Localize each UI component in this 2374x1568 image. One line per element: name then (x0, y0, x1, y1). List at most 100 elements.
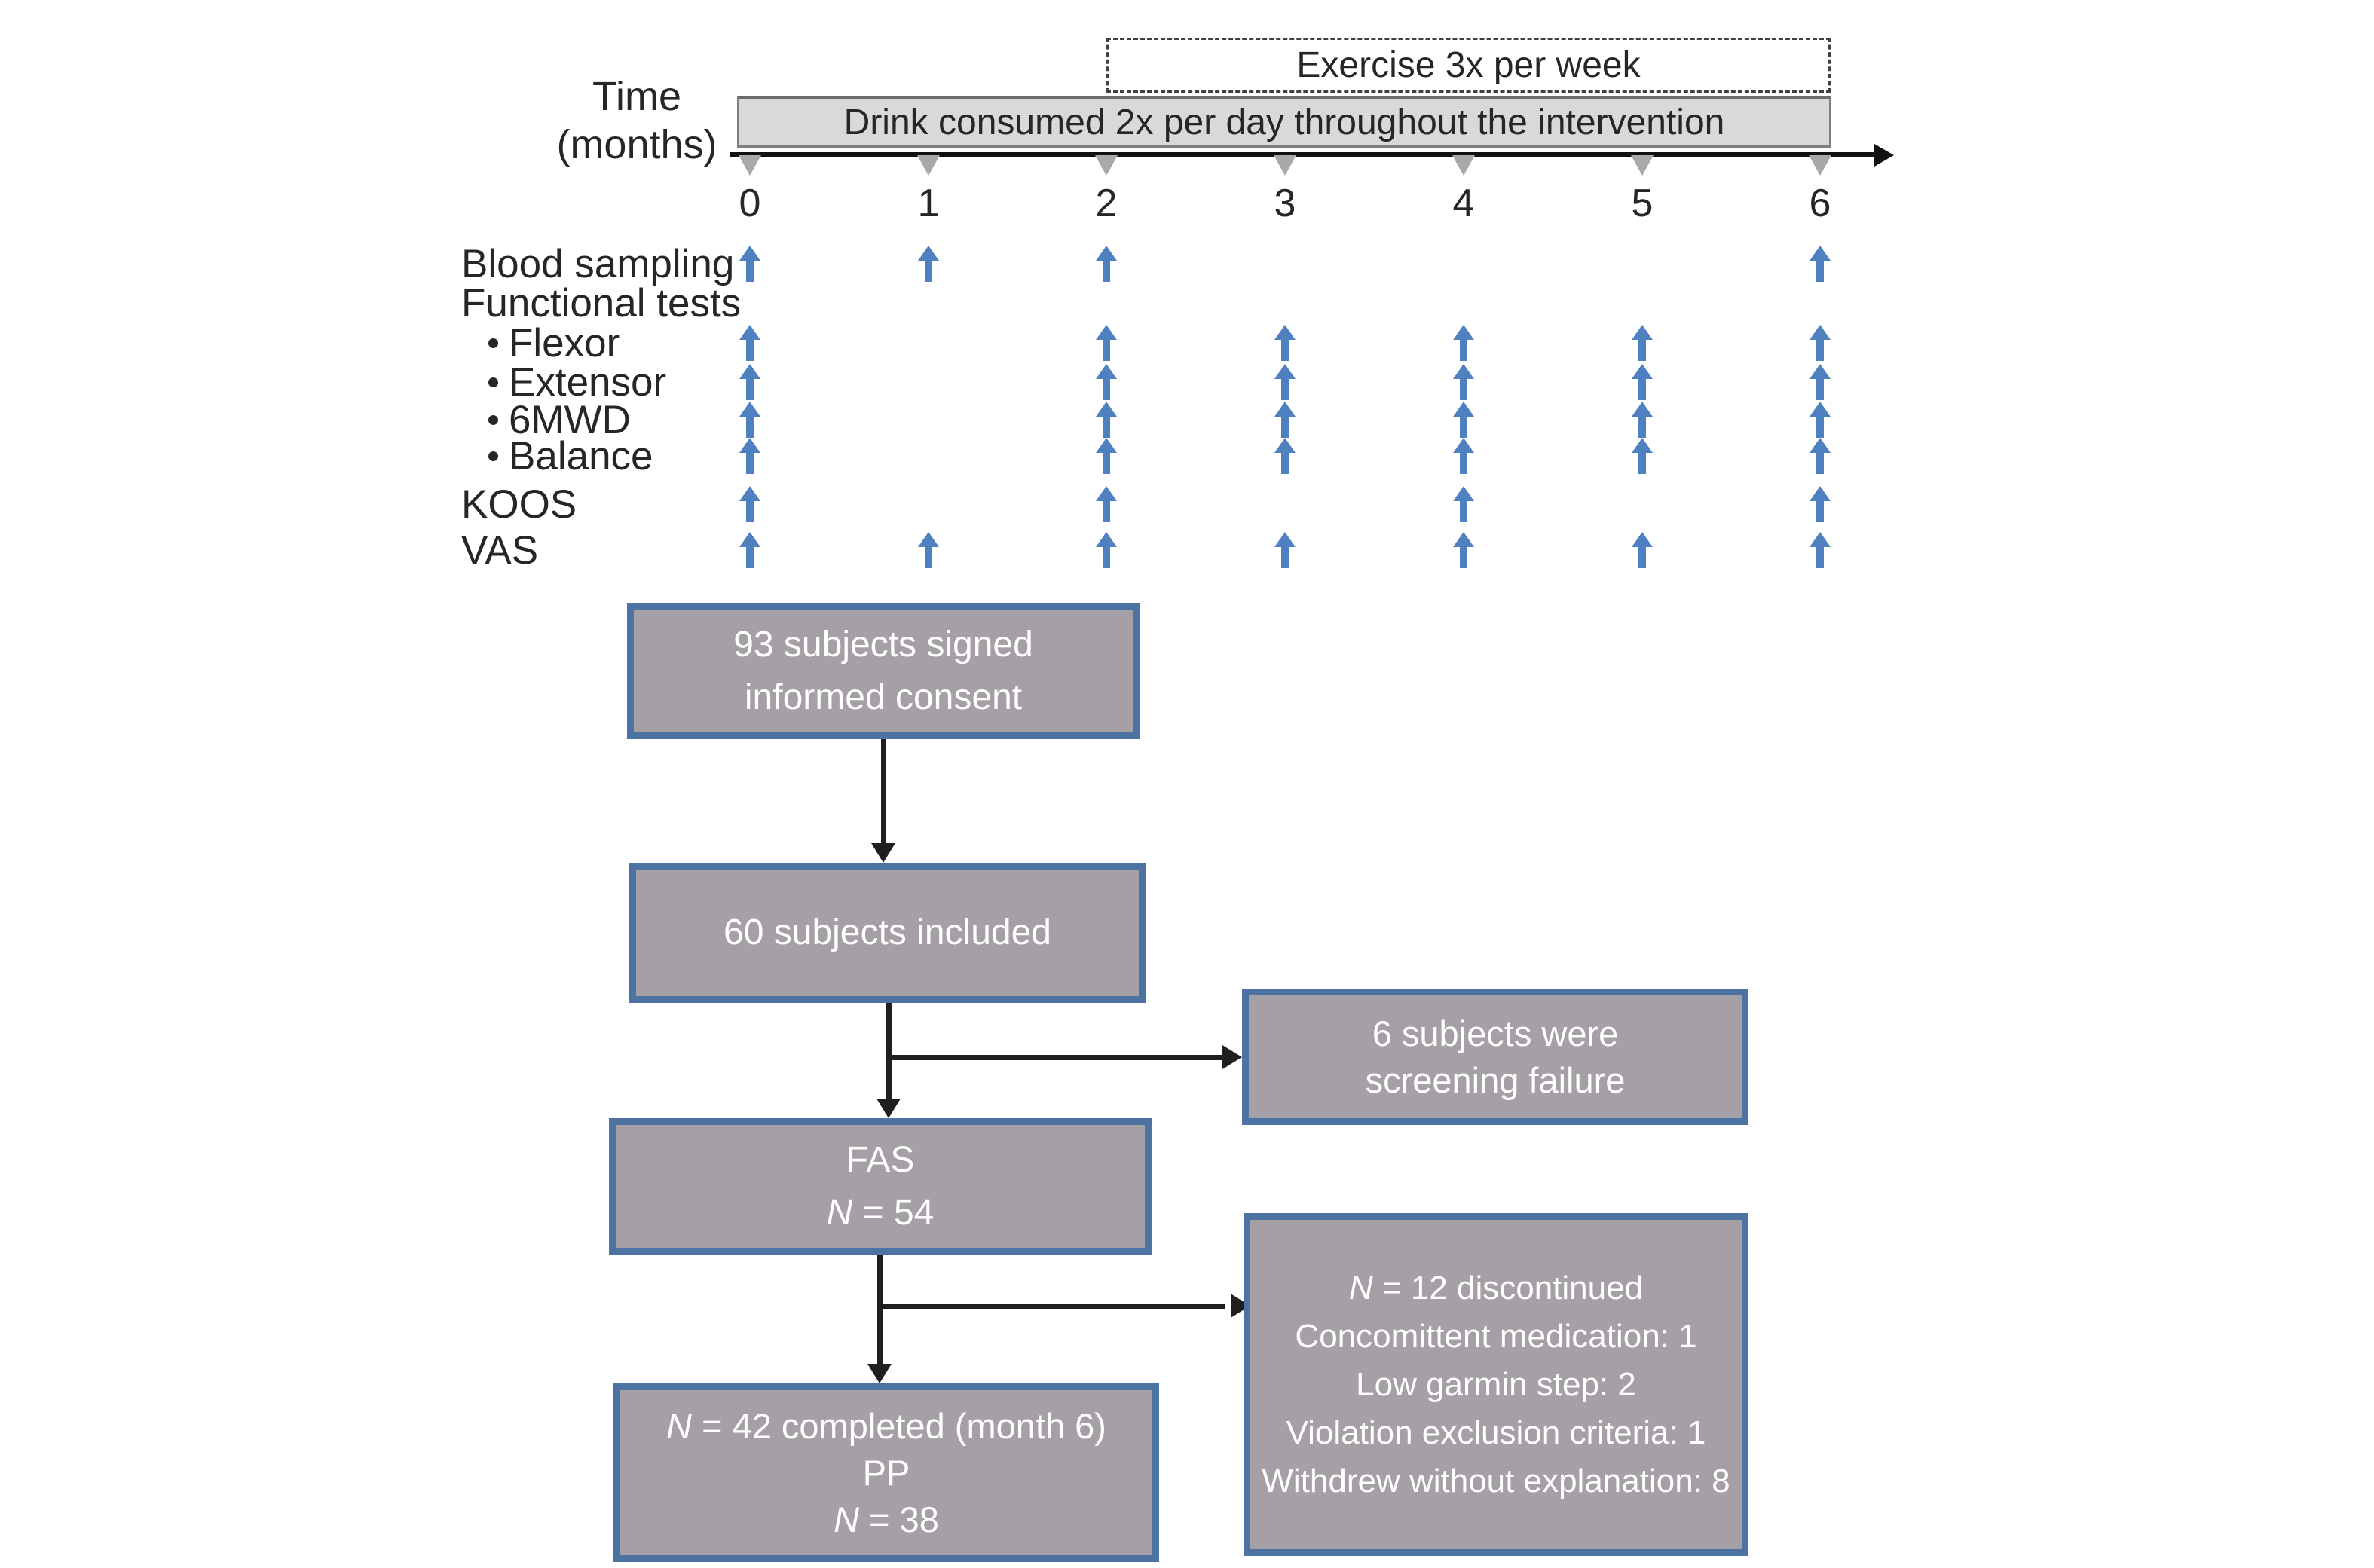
up-arrow-head-icon (1274, 532, 1296, 547)
up-arrow-head-icon (1453, 402, 1474, 417)
bullet-icon (488, 451, 498, 461)
up-arrow-head-icon (1096, 486, 1117, 501)
up-arrow-icon (1096, 438, 1117, 474)
pp-line2: PP (862, 1452, 910, 1493)
month-label: 0 (739, 182, 761, 225)
up-arrow-shaft (1816, 451, 1824, 474)
assessment-row-label: Blood sampling (461, 239, 734, 289)
up-arrow-head-icon (739, 438, 760, 453)
up-arrow-icon (1632, 402, 1653, 438)
discontinued-line3: Low garmin step: 2 (1356, 1365, 1636, 1403)
arrow-to-screening-failure (889, 1055, 1222, 1060)
up-arrow-icon (918, 246, 939, 282)
up-arrow-icon (1096, 532, 1117, 568)
bullet-icon (488, 414, 498, 425)
exercise-banner: Exercise 3x per week (1106, 38, 1831, 93)
up-arrow-head-icon (1274, 325, 1296, 340)
up-arrow-head-icon (1632, 325, 1653, 340)
up-arrow-head-icon (1632, 532, 1653, 547)
up-arrow-icon (1453, 486, 1474, 522)
up-arrow-shaft (1103, 414, 1110, 438)
up-arrow-head-icon (1632, 364, 1653, 379)
up-arrow-shaft (1460, 377, 1467, 400)
assessment-row-text: 6MWD (509, 397, 631, 442)
up-arrow-icon (739, 364, 760, 400)
up-arrow-icon (1453, 438, 1474, 474)
assessment-row-text: Extensor (509, 359, 667, 405)
drink-banner-label: Drink consumed 2x per day throughout the… (843, 102, 1725, 142)
pp-n1-value: = 42 completed (month 6) (692, 1405, 1106, 1446)
screening-line2: screening failure (1365, 1059, 1626, 1100)
up-arrow-shaft (1103, 258, 1110, 282)
up-arrow-icon (1632, 532, 1653, 568)
month-tick-icon (1631, 155, 1654, 176)
up-arrow-head-icon (1453, 364, 1474, 379)
up-arrow-head-icon (739, 364, 760, 379)
consent-line1: 93 subjects signed (733, 624, 1033, 665)
up-arrow-icon (1810, 532, 1831, 568)
bullet-icon (488, 338, 498, 348)
assessment-row-text: Functional tests (461, 280, 742, 326)
up-arrow-icon (918, 532, 939, 568)
discontinued-line4: Violation exclusion criteria: 1 (1286, 1414, 1706, 1451)
month-label: 5 (1631, 182, 1654, 225)
up-arrow-icon (1632, 438, 1653, 474)
up-arrow-shaft (1281, 545, 1289, 568)
time-axis-title-line1: Time (592, 74, 681, 119)
up-arrow-shaft (1103, 377, 1110, 400)
up-arrow-shaft (1638, 451, 1646, 474)
discontinued-line5: Withdrew without explanation: 8 (1262, 1462, 1730, 1499)
up-arrow-icon (739, 532, 760, 568)
assessment-row-label: VAS (461, 525, 538, 575)
arrow-included-to-fas (886, 1003, 892, 1102)
arrowhead-right-icon (1222, 1045, 1242, 1069)
flow-box-pp: N = 42 completed (month 6) PP N = 38 (613, 1383, 1159, 1562)
up-arrow-head-icon (1810, 325, 1831, 340)
up-arrow-head-icon (1096, 532, 1117, 547)
up-arrow-icon (739, 402, 760, 438)
up-arrow-shaft (1638, 414, 1646, 438)
up-arrow-shaft (746, 258, 754, 282)
up-arrow-head-icon (1274, 364, 1296, 379)
arrow-consent-to-included (881, 739, 886, 845)
up-arrow-icon (1096, 486, 1117, 522)
up-arrow-shaft (746, 499, 754, 522)
flow-box-screening-failure: 6 subjects were screening failure (1242, 989, 1748, 1125)
assessment-row-text: KOOS (461, 481, 577, 527)
up-arrow-shaft (1638, 377, 1646, 400)
up-arrow-head-icon (1096, 438, 1117, 453)
month-tick-icon (917, 155, 940, 176)
fas-line1: FAS (846, 1139, 915, 1180)
up-arrow-shaft (1281, 377, 1289, 400)
up-arrow-shaft (1460, 545, 1467, 568)
up-arrow-icon (1274, 402, 1296, 438)
month-label: 4 (1452, 182, 1475, 225)
up-arrow-icon (1274, 364, 1296, 400)
time-axis-arrowhead-icon (1874, 144, 1894, 167)
drink-banner: Drink consumed 2x per day throughout the… (737, 96, 1831, 148)
month-tick-icon (1095, 155, 1118, 176)
flow-box-discontinued: N = 12 discontinued Concomittent medicat… (1244, 1213, 1748, 1556)
up-arrow-head-icon (739, 532, 760, 547)
assessment-row-label: Functional tests (461, 278, 741, 328)
up-arrow-head-icon (1453, 325, 1474, 340)
up-arrow-shaft (1638, 338, 1646, 361)
up-arrow-icon (1453, 325, 1474, 361)
up-arrow-head-icon (1810, 246, 1831, 261)
pp-n3-value: = 38 (859, 1499, 939, 1539)
up-arrow-shaft (1816, 377, 1824, 400)
up-arrow-head-icon (1453, 532, 1474, 547)
up-arrow-shaft (1103, 545, 1110, 568)
up-arrow-icon (1810, 364, 1831, 400)
up-arrow-shaft (1816, 258, 1824, 282)
up-arrow-head-icon (1274, 402, 1296, 417)
month-label: 2 (1095, 182, 1118, 225)
up-arrow-shaft (1816, 414, 1824, 438)
up-arrow-shaft (1460, 451, 1467, 474)
arrowhead-down-icon (871, 843, 895, 863)
up-arrow-shaft (1281, 414, 1289, 438)
up-arrow-head-icon (1632, 402, 1653, 417)
up-arrow-shaft (746, 377, 754, 400)
up-arrow-icon (1810, 486, 1831, 522)
exercise-banner-label: Exercise 3x per week (1296, 45, 1641, 85)
